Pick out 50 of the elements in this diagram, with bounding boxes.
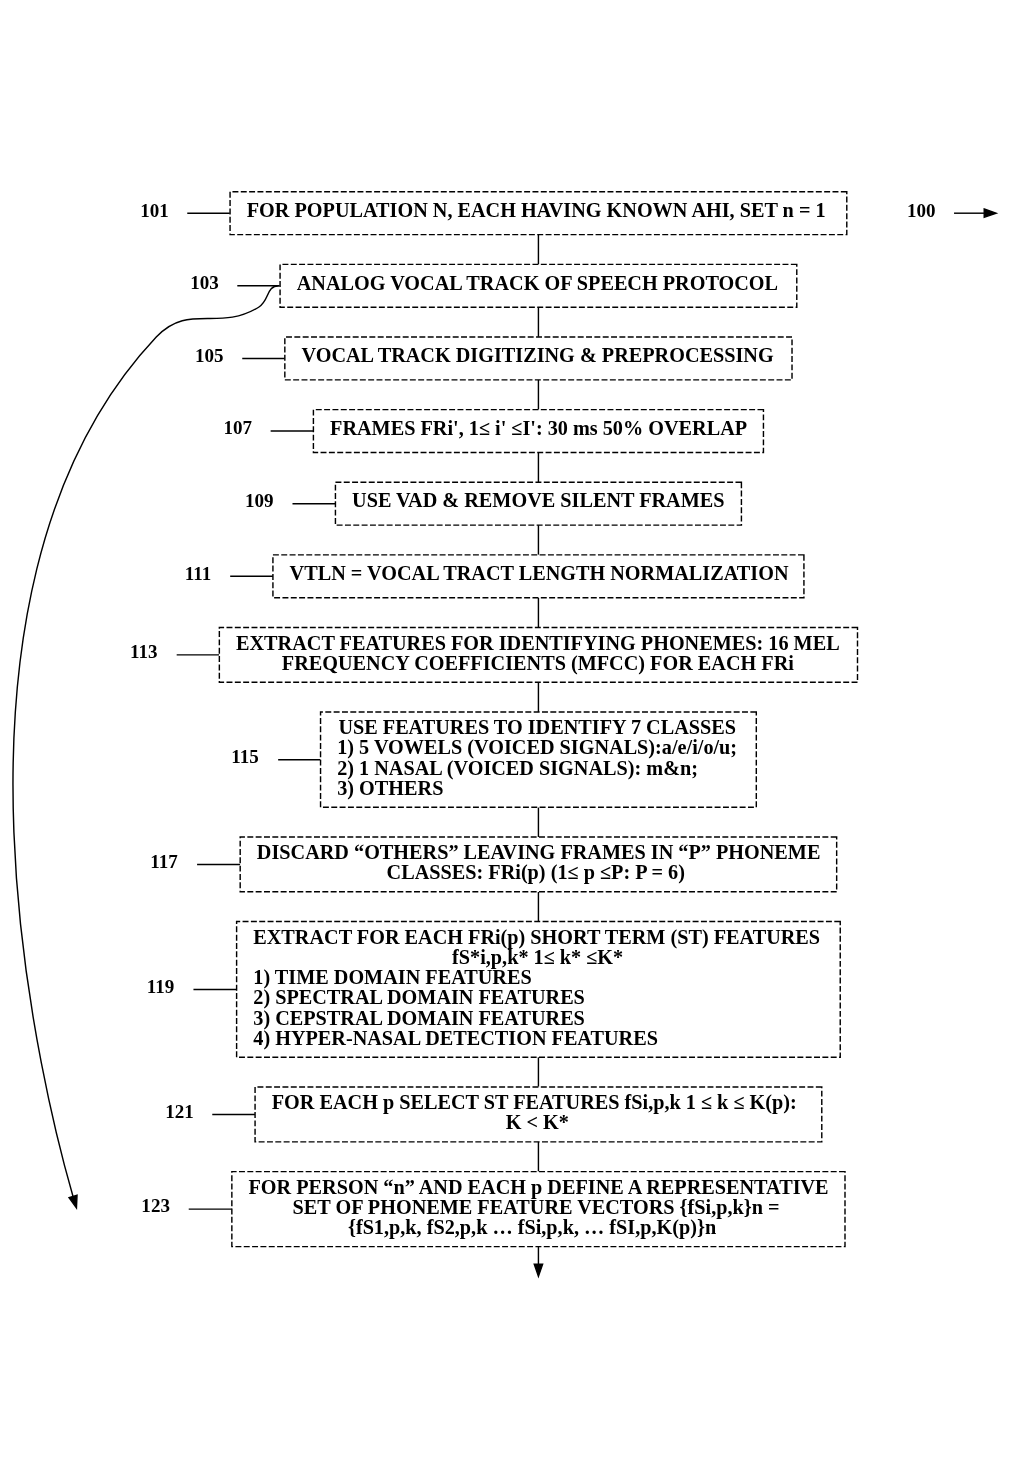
node-text: 121 <box>165 1100 194 1122</box>
connector <box>537 596 540 628</box>
node-box: ANALOG VOCAL TRACK OF SPEECH PROTOCOL <box>279 263 798 308</box>
connector <box>186 211 231 214</box>
connector <box>241 357 286 359</box>
connector <box>236 284 281 287</box>
node-box: VTLN = VOCAL TRACT LENGTH NORMALIZATION <box>272 553 805 598</box>
node-text: 119 <box>146 975 175 997</box>
node-box: FOR POPULATION N, EACH HAVING KNOWN AHI, SET n = 1 <box>229 190 848 235</box>
node-box: FRAMES FRi', 1≤ i' ≤I': 30 ms 50% OVERLAP <box>312 408 765 453</box>
node-text: 103 <box>190 271 219 293</box>
node-text: 109 <box>244 489 274 511</box>
node-box: DISCARD “OTHERS” LEAVING FRAMES IN “P” PHONEME CLASSES: FRi(p) (1≤ p ≤P: P = 6) <box>239 835 838 893</box>
node-text: 111 <box>184 562 212 584</box>
node-box: VOCAL TRACK DIGITIZING & PREPROCESSING <box>284 335 793 381</box>
node-text: 105 <box>194 344 224 366</box>
connector <box>537 890 540 922</box>
connector <box>192 988 238 990</box>
node-box: USE FEATURES TO IDENTIFY 7 CLASSES 1) 5 VOWELS (VOICED SIGNALS):a/e/i/o/u; 2) 1 NASAL (VOICED SIGNALS): m&n; 3) OTHERS <box>319 710 757 808</box>
connector <box>211 1113 256 1115</box>
connector <box>175 653 220 656</box>
node-text: 113 <box>130 640 158 662</box>
arrow <box>953 207 999 218</box>
node-box: EXTRACT FEATURES FOR IDENTIFYING PHONEMES: 16 MEL FREQUENCY COEFFICIENTS (MFCC) FOR EACH FRi <box>218 626 859 683</box>
connector <box>229 575 274 577</box>
connector <box>277 758 322 760</box>
connector <box>537 524 540 555</box>
connector <box>537 306 540 337</box>
node-text: 107 <box>223 416 253 438</box>
node-text: 117 <box>150 850 178 872</box>
connector <box>537 1056 540 1087</box>
node-box: EXTRACT FOR EACH FRi(p) SHORT TERM (ST) FEATURES fS*i,p,k* 1≤ k* ≤K* 1) TIME DOMAIN FEATURES 2) SPECTRAL DOMAIN FEATURES 3) CEPSTRAL DOMAIN FEATURES 4) HYPER-NASAL DETECTION FEATURES <box>235 920 841 1058</box>
connector <box>196 863 241 865</box>
connector <box>291 502 336 504</box>
connector <box>537 806 540 838</box>
connector <box>188 1207 233 1210</box>
node-box: USE VAD & REMOVE SILENT FRAMES <box>334 481 743 526</box>
connector <box>269 429 314 432</box>
connector <box>537 1140 540 1172</box>
node-text: 123 <box>141 1194 170 1216</box>
node-box: FOR EACH p SELECT ST FEATURES fSi,p,k 1 ≤ k ≤ K(p): K < K* <box>254 1085 823 1143</box>
node-text: 100 <box>906 199 936 221</box>
connector <box>537 451 540 483</box>
connector <box>537 233 540 265</box>
node-text: 101 <box>140 199 169 221</box>
arrow <box>12 284 280 1210</box>
node-box: FOR PERSON “n” AND EACH p DEFINE A REPRESENTATIVE SET OF PHONEME FEATURE VECTORS {fSi,p,k}n = {fS1,p,k, fS2,p,k … fSi,p,k, … fSI,p,K(p)}n <box>231 1170 846 1247</box>
node-text: 115 <box>231 745 259 767</box>
connector <box>537 681 540 713</box>
connector <box>537 378 540 410</box>
